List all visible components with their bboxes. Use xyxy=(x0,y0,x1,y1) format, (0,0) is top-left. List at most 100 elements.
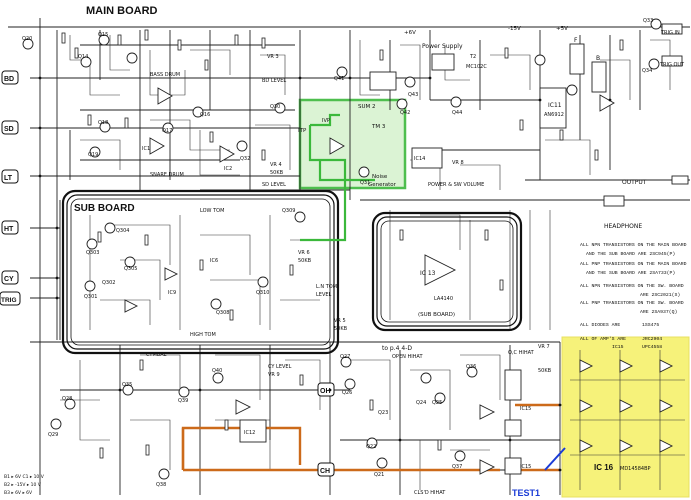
q28-label: Q28 xyxy=(62,396,72,402)
power-supply-label: Power Supply xyxy=(422,43,463,50)
to-p44-label: to p.4 4-D xyxy=(382,345,412,352)
bd-level-label: BD LEVEL xyxy=(262,78,286,84)
ic14-label: IC14 xyxy=(414,156,425,162)
trig-in-label: TRIG IN xyxy=(660,30,680,36)
mc102c-label: MC102C xyxy=(466,64,487,70)
input-terminals xyxy=(0,70,335,477)
q40-label: Q40 xyxy=(212,368,222,374)
test1-label: TEST1 xyxy=(512,488,540,498)
ic6-label: IC6 xyxy=(210,258,218,264)
note-npn-main-b: AND THE SUB BOARD ARE 2SC945(P) xyxy=(586,251,675,257)
cy-level-label: CY LEVEL xyxy=(268,364,292,370)
q36-label: Q36 xyxy=(466,364,476,370)
sub-board-title: SUB BOARD xyxy=(74,203,135,214)
footnote-1: B1 ▸ 6V C1 ▸ 10 V xyxy=(4,474,45,480)
vr7-value: 50KB xyxy=(538,368,552,374)
q38-label: Q38 xyxy=(156,482,166,488)
sub-board-2-title: (SUB BOARD) xyxy=(418,312,455,318)
vr6-value: 50KB xyxy=(298,258,312,264)
ic15b-label: IC15 xyxy=(520,464,531,470)
cymbal-label: CYMBAL xyxy=(146,352,167,358)
snare-drum-label: SNARE DRUM xyxy=(150,172,184,178)
ic16-label: IC 16 xyxy=(594,463,614,472)
footnote-3: B3 ▸ 6V ▸ 6V xyxy=(4,490,33,496)
q42-label: Q42 xyxy=(400,110,410,116)
q44-label: Q44 xyxy=(452,110,462,116)
q43-label: Q43 xyxy=(408,92,418,98)
input-label-ch: CH xyxy=(320,468,330,475)
ic11-label: IC11 xyxy=(548,102,562,109)
note-npn-sw: ALL NPN TRANSISTORS ON THE SW. BOARD xyxy=(580,283,684,289)
q20-label: Q20 xyxy=(22,36,32,42)
note-diodes-value: 1SS475 xyxy=(642,322,659,328)
q24-label: Q24 xyxy=(416,400,426,406)
q17-label: Q17 xyxy=(162,128,172,134)
ic16-part-label: MD14584BP xyxy=(620,466,651,472)
vr5-label: VR 5 xyxy=(334,318,346,324)
vr8-vol-label: VR 8 xyxy=(452,160,464,166)
q310-label: Q310 xyxy=(256,290,269,296)
q19-label: Q19 xyxy=(88,152,98,158)
text-labels: MAIN BOARD SUB BOARD (SUB BOARD) Power S… xyxy=(1,5,685,498)
q23-label: Q23 xyxy=(378,410,388,416)
note-npn-sw-b: ARE 2SC2021(S) xyxy=(640,292,680,298)
note-pnp-sw: ALL PNP TRANSISTORS ON THE SW. BOARD xyxy=(580,300,684,306)
ic12-label: IC12 xyxy=(244,430,255,436)
level-label: LEVEL xyxy=(316,292,332,298)
q35-label: Q35 xyxy=(122,382,132,388)
headphone-label: HEADPHONE xyxy=(604,223,642,230)
green-wires xyxy=(300,113,375,242)
terminal-bd xyxy=(1,70,19,85)
terminal-oh xyxy=(317,382,335,397)
q15-label: Q15 xyxy=(98,32,108,38)
vr5-value: 50KB xyxy=(334,326,348,332)
terminal-ch xyxy=(317,462,335,477)
q18-label: Q18 xyxy=(98,120,108,126)
terminal-cy xyxy=(1,270,19,285)
input-label-cy: CY xyxy=(4,276,14,283)
note-pnp-sw-b: ARE 2SA937(Q) xyxy=(640,309,678,315)
ln-tom-label: L.N TOM xyxy=(316,284,337,290)
q305-label: Q305 xyxy=(124,266,137,272)
note-ic15-value: UPC4558 xyxy=(642,344,662,350)
q34-label: Q34 xyxy=(642,68,652,74)
q304-label: Q304 xyxy=(116,228,129,234)
q14-label: Q14 xyxy=(78,54,88,60)
vr4-value: 50KB xyxy=(270,170,284,176)
q16-label: Q16 xyxy=(200,112,210,118)
sd-level-label: SD LEVEL xyxy=(262,182,286,188)
bass-drum-label: BASS DRUM xyxy=(150,72,180,78)
ic1-label: IC1 xyxy=(142,146,150,152)
note-amps-value: JRC2904 xyxy=(642,336,662,342)
q29-label: Q29 xyxy=(48,432,58,438)
junction-dots xyxy=(38,76,612,472)
terminal-lt xyxy=(1,169,19,184)
q26-label: Q26 xyxy=(342,390,352,396)
f-label: F xyxy=(574,37,578,44)
resistor-symbols xyxy=(61,29,624,459)
ivp-label: IVP xyxy=(322,118,330,124)
input-label-lt: LT xyxy=(4,175,13,182)
sum2-label: SUM 2 xyxy=(358,104,376,110)
sub-board-frame xyxy=(61,189,340,355)
output-label: OUTPUT xyxy=(622,179,647,186)
q39-label: Q39 xyxy=(178,398,188,404)
terminal-trig xyxy=(0,291,21,306)
q33-label: Q33 xyxy=(643,18,653,24)
ic-blocks xyxy=(239,53,567,475)
input-label-oh: OH xyxy=(320,388,331,395)
q27-label: Q27 xyxy=(340,354,350,360)
ic13-label: IC 13 xyxy=(420,270,436,277)
output-jacks xyxy=(569,23,689,207)
tm3-label: TM 3 xyxy=(371,124,386,130)
plus5v-label: +5V xyxy=(556,26,568,32)
ic9-label: IC9 xyxy=(168,290,176,296)
q302-label: Q302 xyxy=(102,280,115,286)
trig-out-label: TRIG OUT xyxy=(659,62,685,68)
note-diodes: ALL DIODES ARE xyxy=(580,322,620,328)
low-tom-label: LOW TOM xyxy=(200,208,224,214)
q32-label: Q32 xyxy=(240,156,250,162)
power-sw-volume-label: POWER & SW VOLUME xyxy=(428,182,484,188)
footnote-2: B2 ▸ -15V ▸ 10 V xyxy=(4,482,42,488)
